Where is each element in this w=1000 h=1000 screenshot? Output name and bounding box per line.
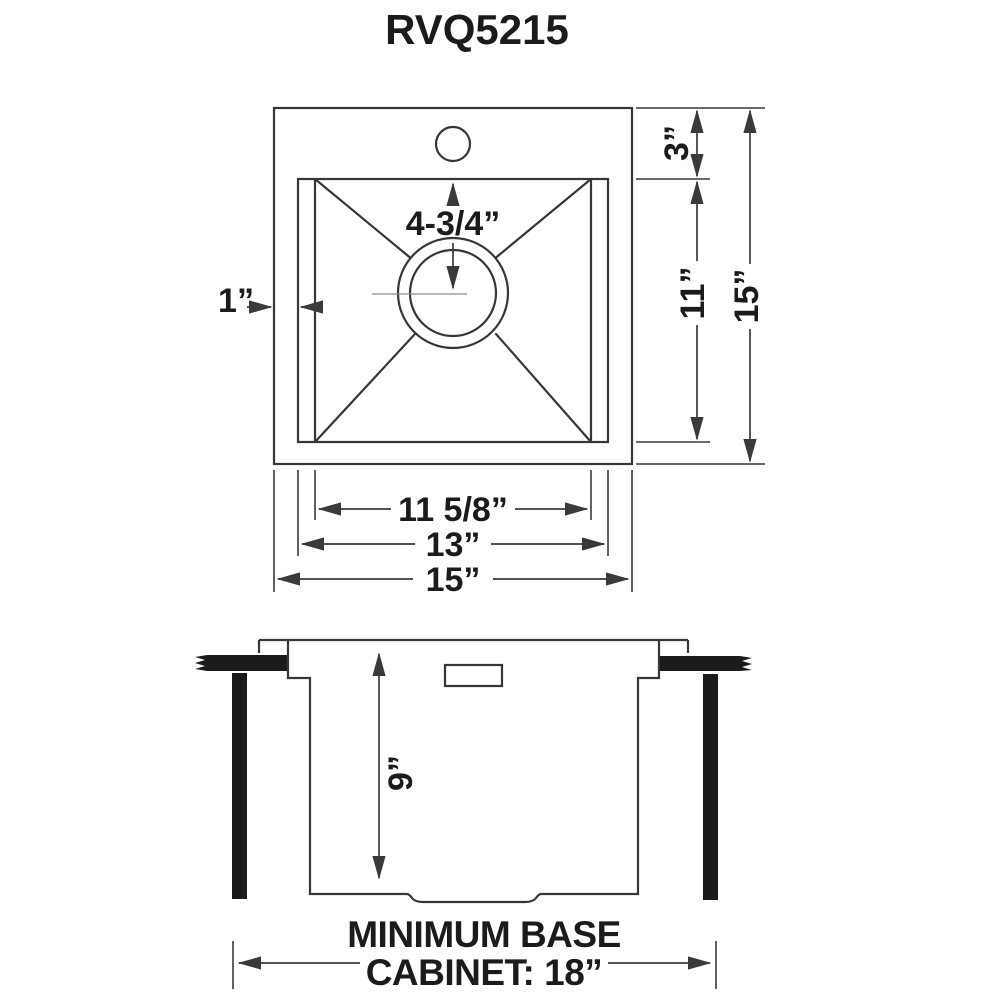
dim-depth-label: 9” xyxy=(382,755,420,791)
bowl-diagonal-top-left xyxy=(314,178,412,259)
dim-bowl-fb-label: 11” xyxy=(674,267,712,320)
bowl-diagonal-bottom-left xyxy=(314,332,417,443)
countertop-right xyxy=(659,656,752,671)
cabinet-note-line2: CABINET: 18” xyxy=(366,952,603,993)
bowl-diagonal-bottom-right xyxy=(494,332,592,443)
sink-body-section xyxy=(286,641,661,904)
model-number: RVQ5215 xyxy=(385,6,569,53)
bowl-diagonal-top-right xyxy=(494,178,592,259)
dim-rim-label: 1” xyxy=(218,282,254,320)
dim-bowl-bottom-label: 11 5/8” xyxy=(398,491,508,529)
dim-drain-offset-label: 4-3/4” xyxy=(406,205,501,243)
cabinet-note-line1: MINIMUM BASE xyxy=(347,914,621,955)
countertop-left xyxy=(195,655,288,671)
sink-outer-rim xyxy=(272,106,634,466)
cabinet-side-right xyxy=(703,674,718,900)
overflow-opening xyxy=(443,663,504,688)
bowl-top-edge xyxy=(296,177,610,444)
cabinet-side-left xyxy=(232,673,247,899)
faucet-hole xyxy=(434,125,472,163)
side-view: 9” MINIMUM BASE CABINET: 18” xyxy=(195,638,752,993)
drain-outer-circle xyxy=(396,236,510,350)
dim-overall-fb-label: 15” xyxy=(728,269,766,324)
top-view: 4-3/4” 1” 3” 11” 15” 11 5/8” xyxy=(218,106,766,599)
dim-faucet-deck-label: 3” xyxy=(658,125,696,161)
dim-bowl-width-label: 13” xyxy=(426,526,481,564)
dim-overall-width-label: 15” xyxy=(426,561,481,599)
